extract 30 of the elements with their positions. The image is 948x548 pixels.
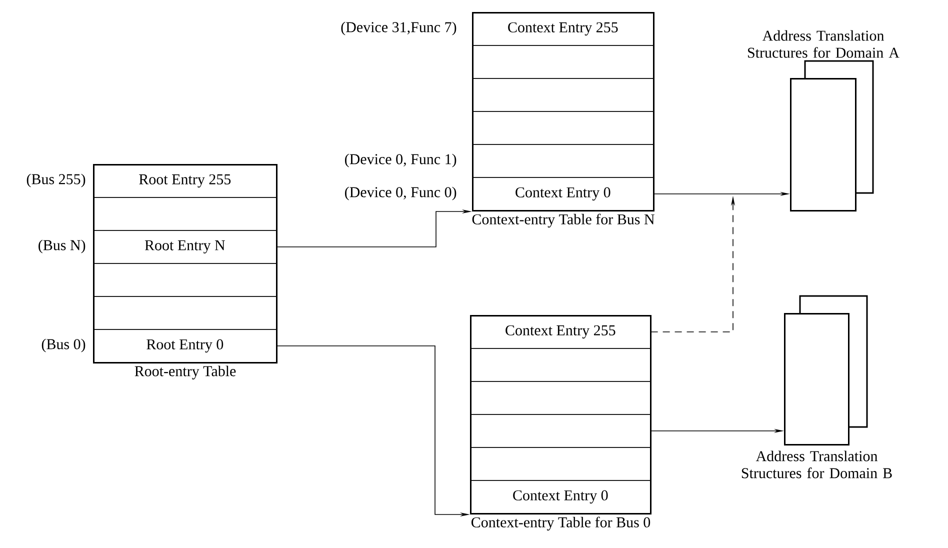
empty-row xyxy=(93,263,277,297)
side-label: (Device 0, Func 0) xyxy=(345,186,456,200)
node-label: Address Translation Structures for Domain B xyxy=(742,450,892,478)
empty-row xyxy=(93,197,277,231)
empty-row xyxy=(470,348,651,382)
table-row: Root Entry N xyxy=(93,230,277,264)
node-label: Address Translation Structures for Domain A xyxy=(748,30,900,58)
node-label: Root-entry Table xyxy=(134,366,236,380)
empty-row xyxy=(472,45,654,79)
document-stack: Address Translation Structures for Domain B xyxy=(742,295,892,478)
side-label: (Device 0, Func 1) xyxy=(345,154,456,168)
empty-row xyxy=(472,78,654,112)
empty-row xyxy=(472,111,654,145)
empty-row xyxy=(93,296,277,330)
empty-row xyxy=(470,381,651,415)
empty-row xyxy=(470,447,651,481)
table-row: Context Entry 255 xyxy=(470,315,651,349)
document-stack: Address Translation Structures for Domain A xyxy=(748,30,900,212)
empty-row xyxy=(470,414,651,448)
node-label: Context-entry Table for Bus N xyxy=(472,214,654,228)
table-row: Root Entry 0 xyxy=(93,329,277,363)
side-label: (Device 31,Func 7) xyxy=(341,22,456,36)
side-label: (Bus 0) xyxy=(42,338,86,352)
table-row: Context Entry 255 xyxy=(472,12,654,46)
node-label: Context-entry Table for Bus 0 xyxy=(471,516,650,530)
side-label: (Bus 255) xyxy=(26,174,86,188)
table-row: Root Entry 255 xyxy=(93,164,277,198)
table-row: Context Entry 0 xyxy=(472,177,654,211)
side-label: (Bus N) xyxy=(38,240,86,254)
table-row: Context Entry 0 xyxy=(470,480,651,514)
